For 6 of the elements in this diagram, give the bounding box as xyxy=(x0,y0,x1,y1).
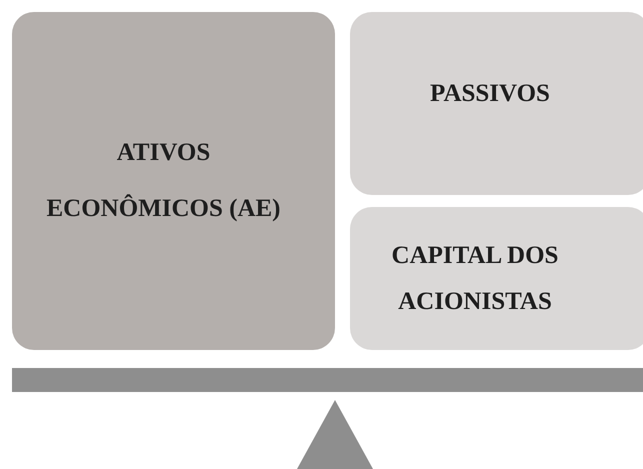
asset-box xyxy=(12,12,335,350)
equity-box xyxy=(350,207,643,350)
liability-box xyxy=(350,12,643,195)
box-label: ATIVOS ECONÔMICOS (AE) xyxy=(45,138,282,224)
box-label: CAPITAL DOS ACIONISTAS xyxy=(390,240,560,316)
box-label: PASSIVOS xyxy=(430,78,550,108)
